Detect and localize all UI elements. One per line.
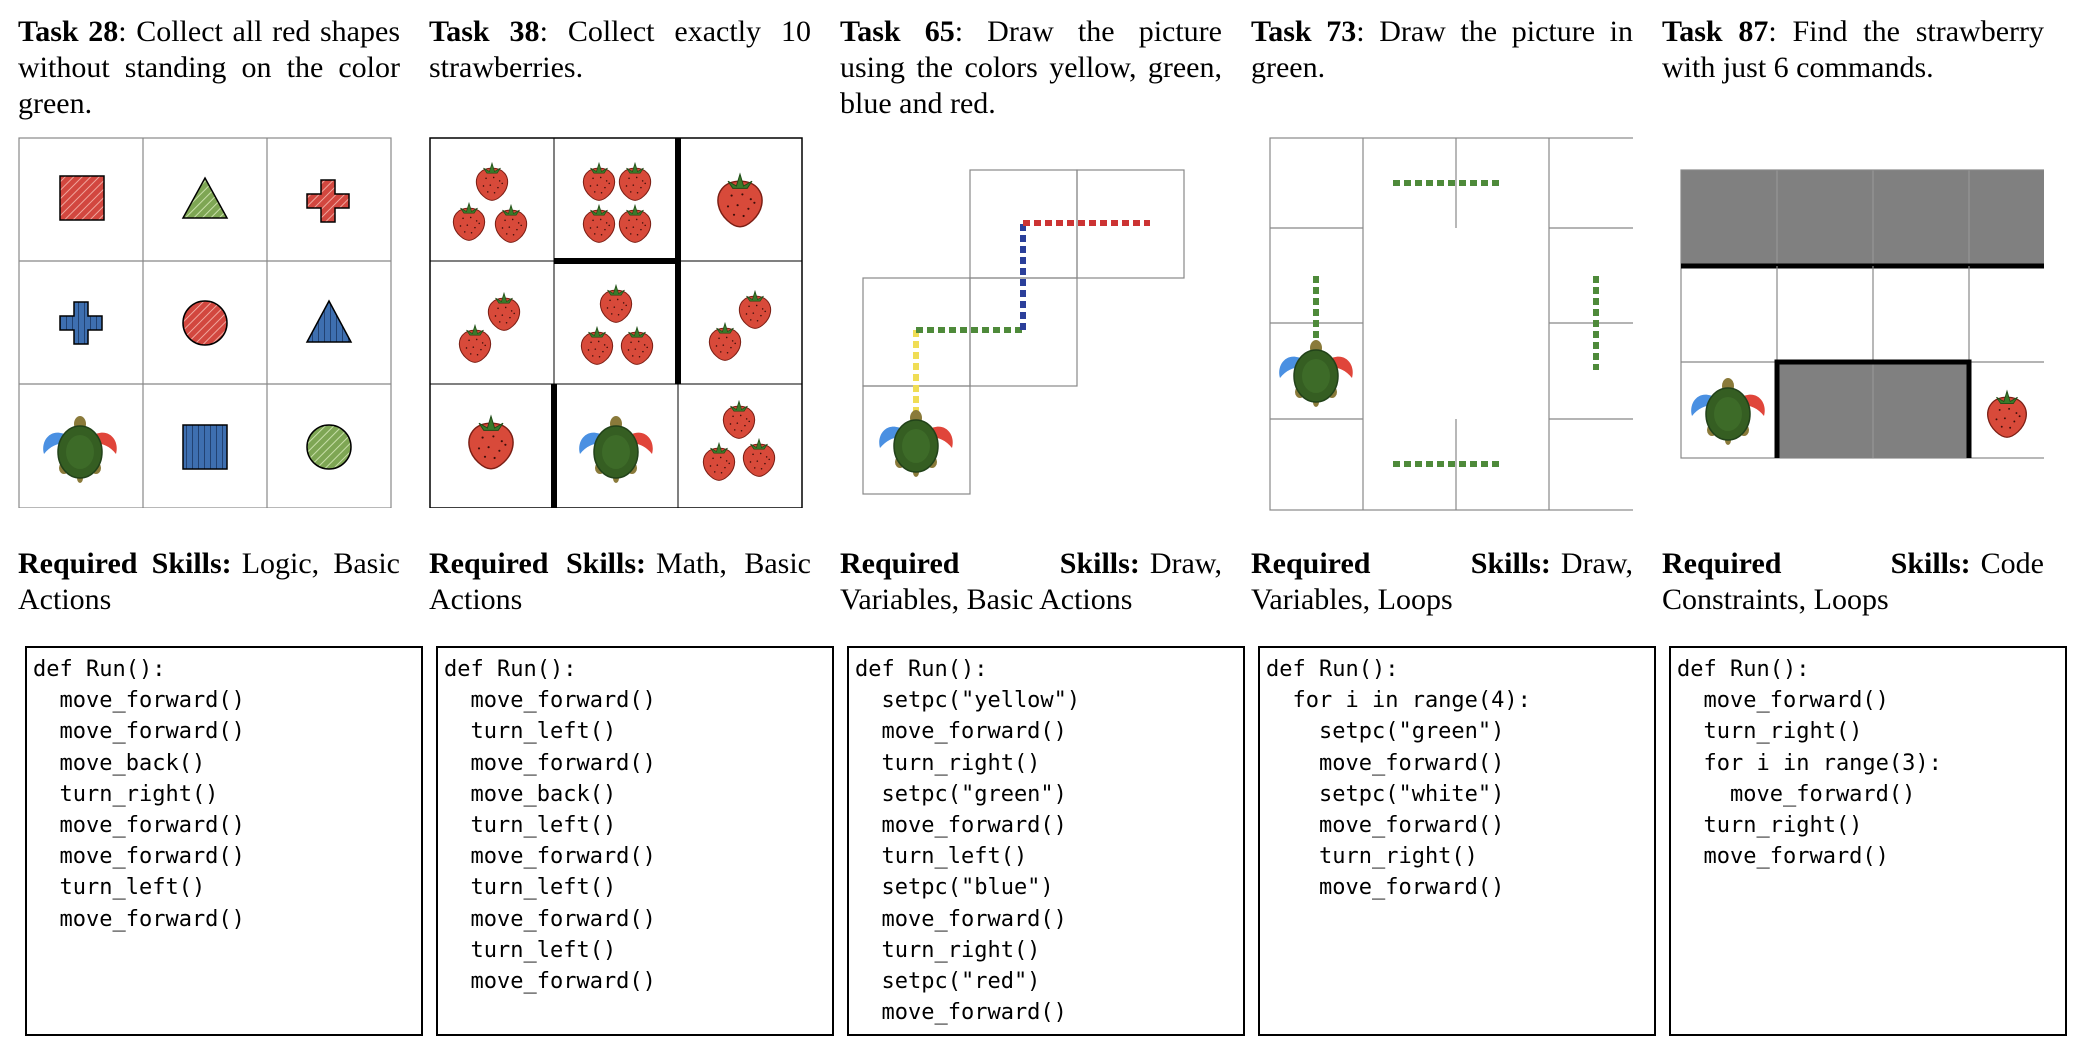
red-square-shape <box>59 175 105 221</box>
red-cross-shape <box>306 179 350 223</box>
task-28-panel: Task 28: Collect all red shapes without … <box>0 0 423 1054</box>
green-circle-shape <box>306 424 352 470</box>
task-grid <box>1662 130 2044 520</box>
task-65-panel: Task 65: Draw the picture using the colo… <box>822 0 1245 1054</box>
blue-cross-shape <box>59 301 103 345</box>
blue-triangle-shape <box>305 299 353 343</box>
red-circle-shape <box>182 300 228 346</box>
task-title: Task 65: Draw the picture using the colo… <box>840 15 1222 120</box>
strawberry-icon <box>1987 390 2027 438</box>
turtle-icon <box>1278 339 1354 408</box>
task-grid <box>840 130 1222 520</box>
task-title: Task 38: Collect exactly 10 strawberries… <box>429 15 811 84</box>
task-title: Task 73: Draw the picture in green. <box>1251 15 1633 84</box>
task-grid <box>429 130 811 520</box>
required-skills: Required Skills:Draw, Variables, Basic A… <box>840 547 1222 616</box>
task-grid <box>1251 130 1633 520</box>
code-box: def Run(): move_forward() move_forward()… <box>25 646 423 1036</box>
turtle-icon <box>1690 377 1766 446</box>
task-38-panel: Task 38: Collect exactly 10 strawberries… <box>411 0 834 1054</box>
turtle-icon <box>878 409 954 478</box>
task-87-panel: Task 87: Find the strawberry with just 6… <box>1644 0 2067 1054</box>
required-skills: Required Skills:Math, Basic Actions <box>429 547 811 616</box>
code-box: def Run(): setpc("yellow") move_forward(… <box>847 646 1245 1036</box>
wall-block <box>1681 170 2044 266</box>
task-title: Task 28: Collect all red shapes without … <box>18 15 400 120</box>
required-skills: Required Skills:Logic, Basic Actions <box>18 547 400 616</box>
required-skills: Required Skills:Code Constraints, Loops <box>1662 547 2044 616</box>
task-73-panel: Task 73: Draw the picture in green. <box>1233 0 1656 1054</box>
task-grid <box>18 130 400 520</box>
required-skills: Required Skills:Draw, Variables, Loops <box>1251 547 1633 616</box>
green-triangle-shape <box>181 176 229 219</box>
task-title: Task 87: Find the strawberry with just 6… <box>1662 15 2044 84</box>
blue-square-shape <box>182 424 228 470</box>
code-box: def Run(): move_forward() turn_right() f… <box>1669 646 2067 1036</box>
code-box: def Run(): move_forward() turn_left() mo… <box>436 646 834 1036</box>
code-box: def Run(): for i in range(4): setpc("gre… <box>1258 646 1656 1036</box>
